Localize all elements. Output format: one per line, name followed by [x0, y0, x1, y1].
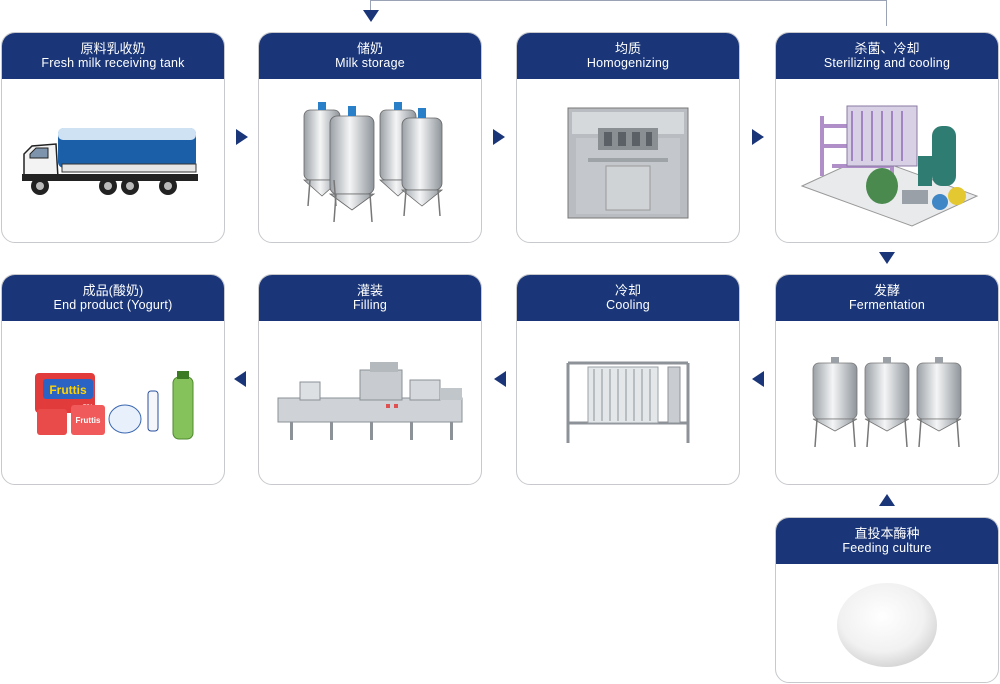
step-title-cn: 灌装	[356, 283, 383, 298]
step-title-cn: 均质	[614, 41, 641, 56]
step-header: 成品(酸奶) End product (Yogurt)	[2, 275, 224, 321]
return-line-vertical-left	[370, 0, 371, 10]
filling-machine-image	[277, 361, 463, 440]
step-card-fresh-milk: 原料乳收奶 Fresh milk receiving tank	[1, 32, 225, 243]
step-card-fermentation: 发酵 Fermentation	[775, 274, 999, 485]
step-title-en: Feeding culture	[842, 541, 932, 555]
flow-arrow-right-icon	[493, 129, 505, 145]
step-card-cooling: 冷却 Cooling	[516, 274, 740, 485]
step-title-cn: 杀菌、冷却	[854, 41, 920, 56]
step-title-cn: 储奶	[356, 41, 383, 56]
step-title-cn: 原料乳收奶	[80, 41, 146, 56]
fermentation-tanks-image	[812, 356, 962, 447]
step-header: 均质 Homogenizing	[517, 33, 739, 79]
step-title-cn: 冷却	[614, 283, 641, 298]
homogenizer-machine-image	[567, 107, 689, 219]
step-header: 冷却 Cooling	[517, 275, 739, 321]
flow-arrow-right-icon	[236, 129, 248, 145]
step-card-homogenizing: 均质 Homogenizing	[516, 32, 740, 243]
storage-tanks-image	[302, 101, 444, 222]
step-header: 储奶 Milk storage	[259, 33, 481, 79]
step-card-sterilizing: 杀菌、冷却 Sterilizing and cooling	[775, 32, 999, 243]
step-title-en: Sterilizing and cooling	[823, 56, 951, 70]
step-title-cn: 成品(酸奶)	[82, 283, 144, 298]
flow-arrow-down-icon	[879, 252, 895, 264]
return-line-vertical-right	[886, 0, 887, 26]
return-arrow-icon	[363, 10, 379, 22]
milk-tanker-truck-image	[22, 127, 198, 195]
flow-arrow-left-icon	[494, 371, 506, 387]
step-title-cn: 直投本酶种	[854, 526, 920, 541]
cup-brand-label: Fruttis	[49, 383, 87, 397]
step-header: 原料乳收奶 Fresh milk receiving tank	[2, 33, 224, 79]
step-title-cn: 发酵	[873, 283, 900, 298]
flow-arrow-left-icon	[752, 371, 764, 387]
step-header: 杀菌、冷却 Sterilizing and cooling	[776, 33, 998, 79]
flow-arrow-left-icon	[234, 371, 246, 387]
step-card-filling: 灌装 Filling	[258, 274, 482, 485]
step-title-en: Homogenizing	[586, 56, 670, 70]
flow-arrow-up-icon	[879, 494, 895, 506]
step-header: 灌装 Filling	[259, 275, 481, 321]
step-title-en: Fermentation	[848, 298, 926, 312]
step-title-en: Cooling	[606, 298, 650, 312]
step-title-en: Milk storage	[335, 56, 405, 70]
plate-cooler-image	[566, 361, 690, 443]
sterilizing-unit-image	[800, 105, 979, 227]
step-title-en: Filling	[352, 298, 388, 312]
flow-arrow-right-icon	[752, 129, 764, 145]
step-header: 直投本酶种 Feeding culture	[776, 518, 998, 564]
step-title-en: End product (Yogurt)	[53, 298, 173, 312]
step-title-en: Fresh milk receiving tank	[41, 56, 185, 70]
cup-brand-small-label: Fruttis	[76, 416, 101, 425]
return-line-horizontal	[370, 0, 887, 1]
step-card-feeding-culture: 直投本酶种 Feeding culture	[775, 517, 999, 683]
step-card-end-product: 成品(酸奶) End product (Yogurt) Fruttis 5% F…	[1, 274, 225, 485]
culture-powder-image	[837, 583, 937, 667]
yogurt-products-image: Fruttis 5% Fruttis	[35, 370, 194, 439]
step-card-milk-storage: 储奶 Milk storage	[258, 32, 482, 243]
step-header: 发酵 Fermentation	[776, 275, 998, 321]
